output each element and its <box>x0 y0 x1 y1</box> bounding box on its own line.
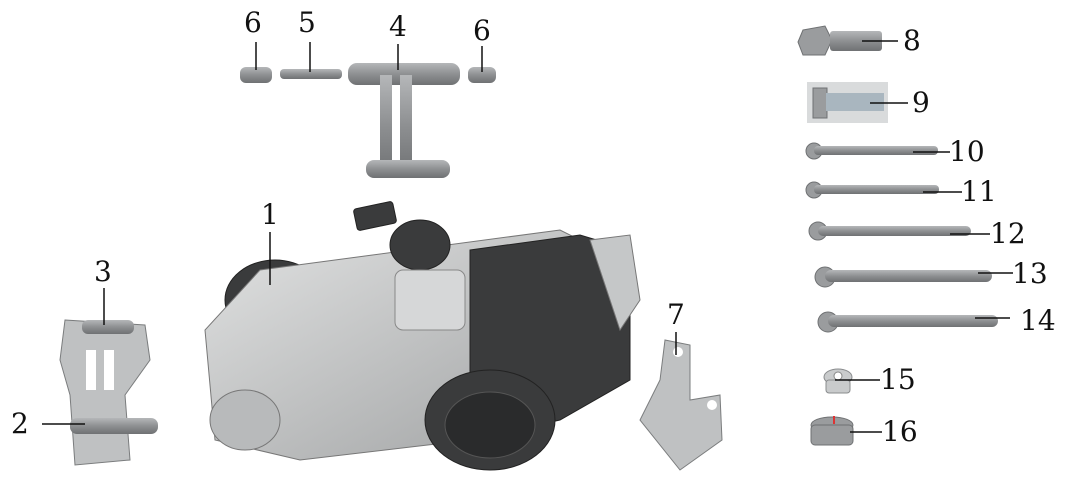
spacer-6-left <box>240 67 272 83</box>
callout-15: 15 <box>880 363 916 396</box>
bolt-8 <box>797 25 882 56</box>
engine-1 <box>204 201 641 471</box>
spacer-6-right <box>468 67 496 83</box>
mount-pin-3 <box>82 320 134 334</box>
callout-7: 7 <box>667 298 685 331</box>
bolt-13 <box>814 266 992 288</box>
callout-5: 5 <box>298 6 316 39</box>
shaft-5 <box>280 69 342 79</box>
mount-bracket-2 <box>59 319 158 466</box>
callout-6-left: 6 <box>244 6 262 39</box>
callout-6-right: 6 <box>473 14 491 47</box>
callout-8: 8 <box>903 24 921 57</box>
callout-9: 9 <box>912 86 930 119</box>
bolt-12 <box>808 221 971 241</box>
callout-12: 12 <box>990 217 1026 250</box>
callout-13: 13 <box>1012 257 1048 290</box>
callout-14: 14 <box>1020 304 1056 337</box>
callout-4: 4 <box>389 10 407 43</box>
bolt-14 <box>817 311 998 333</box>
leader-lines <box>42 40 1013 433</box>
callout-1: 1 <box>261 198 279 231</box>
bolt-11 <box>805 181 939 199</box>
callout-10: 10 <box>949 135 985 168</box>
callout-3: 3 <box>94 255 112 288</box>
callout-16: 16 <box>882 415 918 448</box>
bolt-10 <box>805 142 938 160</box>
callout-11: 11 <box>961 175 997 208</box>
nut-15 <box>823 368 853 394</box>
callout-2: 2 <box>11 407 29 440</box>
plug-16 <box>810 416 854 446</box>
pivot-bracket-4 <box>348 63 460 178</box>
bracket-7 <box>639 339 723 471</box>
